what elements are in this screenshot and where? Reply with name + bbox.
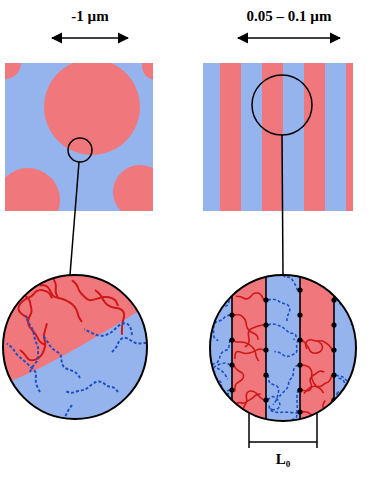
- zoom-leader: [282, 135, 283, 275]
- polymer-chain: [65, 382, 118, 393]
- magnified-circle: [3, 275, 147, 419]
- scale-label: -1 µm: [71, 8, 108, 25]
- period-label: L₀: [276, 451, 291, 468]
- scale-arrow: [238, 37, 340, 39]
- polymer-chain: [243, 391, 264, 409]
- polymer-chain: [26, 315, 38, 372]
- junction-point: [263, 397, 268, 402]
- junction-point: [263, 297, 268, 302]
- scale-label: 0.05 – 0.1 µm: [247, 8, 332, 25]
- polymer-chain: [268, 299, 290, 321]
- polymer-chain: [42, 335, 80, 378]
- junction-point: [331, 322, 336, 327]
- polymer-chain: [304, 375, 332, 394]
- scale-arrow: [52, 37, 128, 39]
- polymer-chain: [290, 390, 298, 424]
- polymer-chain: [268, 375, 279, 405]
- blend-interface-view: [0, 252, 160, 446]
- junction-point: [229, 312, 234, 317]
- polymer-chain: [7, 344, 40, 392]
- junction-point: [229, 362, 234, 367]
- period-bracket: [249, 412, 317, 448]
- lamellae-view: [205, 266, 365, 446]
- polymer-chain: [302, 340, 322, 353]
- polymer-chain: [245, 325, 264, 347]
- polymer-chain: [213, 340, 230, 366]
- junction-point: [263, 347, 268, 352]
- zoom-leader: [70, 162, 79, 275]
- polymer-chain: [234, 365, 244, 392]
- polymer-chain: [64, 405, 81, 446]
- junction-point: [263, 372, 268, 377]
- polymer-chain: [279, 365, 298, 396]
- polymer-chain: [274, 340, 298, 356]
- blend-morphology: [5, 63, 153, 211]
- polymer-chain: [234, 394, 261, 412]
- polymer-chain: [18, 290, 52, 318]
- polymer-chain: [33, 252, 58, 298]
- junction-point: [297, 287, 302, 292]
- junction-point: [229, 387, 234, 392]
- junction-point: [297, 312, 302, 317]
- junction-point: [229, 409, 234, 414]
- polymer-chain: [269, 405, 298, 413]
- junction-point: [297, 387, 302, 392]
- polymer-chain: [214, 290, 230, 306]
- magnified-circle: [210, 275, 356, 421]
- zoom-circle: [68, 138, 92, 162]
- polymer-chain: [306, 340, 332, 350]
- polymer-chain: [336, 422, 352, 446]
- junction-point: [229, 337, 234, 342]
- junction-point: [297, 362, 302, 367]
- polymer-chain: [268, 422, 292, 442]
- polymer-chain: [275, 266, 298, 290]
- junction-point: [331, 419, 336, 424]
- polymer-chain: [112, 338, 159, 353]
- polymer-chain: [236, 293, 264, 300]
- junction-point: [331, 347, 336, 352]
- junction-point: [297, 409, 302, 414]
- polymer-chain: [20, 323, 47, 360]
- junction-point: [331, 372, 336, 377]
- zoom-circle: [252, 75, 312, 135]
- junction-point: [229, 287, 234, 292]
- polymer-chain: [302, 371, 324, 391]
- junction-point: [297, 337, 302, 342]
- junction-point: [263, 322, 268, 327]
- lamellar-morphology: [203, 63, 353, 211]
- polymer-chain: [268, 324, 296, 340]
- polymer-chain: [40, 285, 82, 322]
- polymer-chain: [235, 349, 264, 359]
- polymer-chain: [302, 365, 324, 393]
- polymer-chain: [84, 323, 132, 336]
